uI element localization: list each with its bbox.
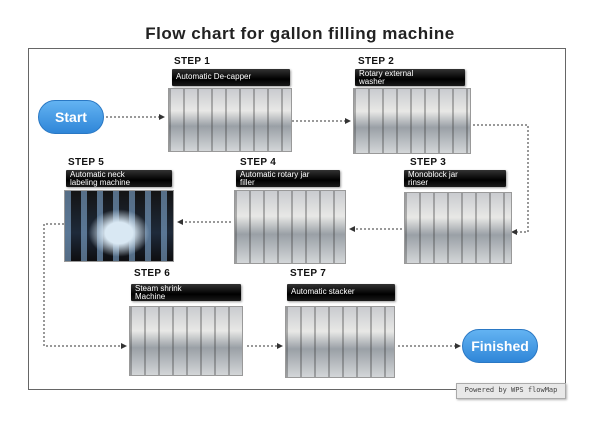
- step-1-photo: [168, 88, 292, 152]
- step-3-caption-line2: rinser: [408, 178, 429, 187]
- step-5-label: STEP 5: [68, 157, 105, 168]
- step-1-caption-line1: Automatic De-capper: [176, 72, 252, 81]
- step-6-caption-line1: Steam shrink: [135, 284, 182, 293]
- step-6-caption-line2: Machine: [135, 292, 166, 301]
- step-5-caption-line1: Automatic neck: [70, 170, 125, 179]
- step-4-caption-line1: Automatic rotary jar: [240, 170, 310, 179]
- arrow-step5-to-step6: [43, 223, 127, 349]
- step-5-caption-line2: labeling machine: [70, 178, 131, 187]
- step-6-label: STEP 6: [134, 268, 171, 279]
- diagram-frame: [28, 48, 566, 390]
- step-2-caption-line2: washer: [359, 77, 385, 86]
- step-1-caption: Automatic De-capper: [172, 69, 290, 86]
- step-3-photo: [404, 192, 512, 264]
- step-3-label: STEP 3: [410, 157, 447, 168]
- step-2-caption-line1: Rotary external: [359, 69, 414, 78]
- step-7-caption: Automatic stacker: [287, 284, 395, 301]
- arrow-step2-to-step3: [473, 124, 529, 235]
- step-6-caption: Steam shrink Machine: [131, 284, 241, 301]
- step-1-label: STEP 1: [174, 56, 211, 67]
- step-3-caption-line1: Monoblock jar: [408, 170, 458, 179]
- start-node: Start: [38, 100, 104, 134]
- step-4-caption-line2: filler: [240, 178, 255, 187]
- step-7-label: STEP 7: [290, 268, 327, 279]
- step-7-caption-line1: Automatic stacker: [291, 287, 355, 296]
- step-5-photo: [64, 190, 174, 262]
- step-6-photo: [129, 306, 243, 376]
- wps-flowmap-watermark: Powered by WPS flowMap: [456, 383, 566, 399]
- step-3-caption: Monoblock jar rinser: [404, 170, 506, 187]
- step-4-label: STEP 4: [240, 157, 277, 168]
- step-5-caption: Automatic neck labeling machine: [66, 170, 172, 187]
- step-7-photo: [285, 306, 395, 378]
- diagram-title: Flow chart for gallon filling machine: [145, 24, 455, 43]
- finished-node: Finished: [462, 329, 538, 363]
- step-4-caption: Automatic rotary jar filler: [236, 170, 340, 187]
- step-2-photo: [353, 88, 471, 154]
- step-2-caption: Rotary external washer: [355, 69, 465, 86]
- step-4-photo: [234, 190, 346, 264]
- step-2-label: STEP 2: [358, 56, 395, 67]
